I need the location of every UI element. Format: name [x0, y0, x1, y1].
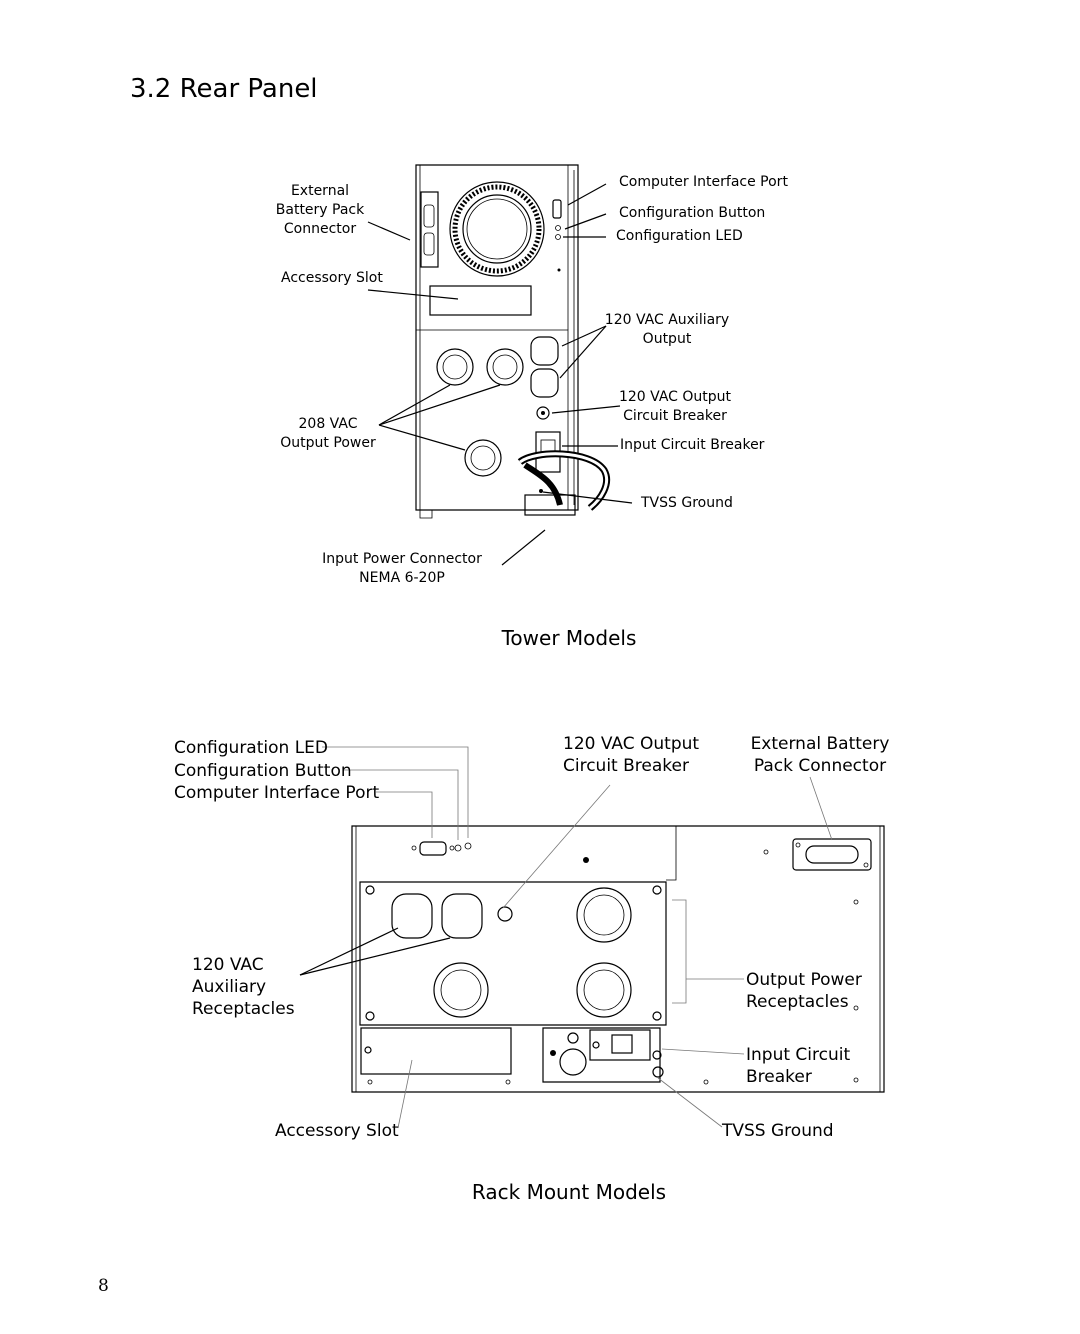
tower-label-tvss: TVSS Ground [641, 495, 733, 511]
tower-label-config-led: Configuration LED [616, 228, 743, 244]
rack-label-config-led: Configuration LED [174, 738, 328, 758]
tower-label-config-button: Configuration Button [619, 205, 766, 221]
rack-label-tvss: TVSS Ground [722, 1121, 834, 1141]
tower-caption: Tower Models [501, 626, 637, 650]
tower-label-accessory-slot: Accessory Slot [281, 270, 383, 286]
tower-label-input-breaker: Input Circuit Breaker [620, 437, 765, 453]
page-number: 8 [98, 1276, 109, 1296]
rack-label-computer-port: Computer Interface Port [174, 783, 380, 803]
rack-unit-drawing [351, 825, 885, 1093]
tower-label-computer-port: Computer Interface Port [619, 174, 788, 190]
rack-caption: Rack Mount Models [471, 1180, 667, 1204]
tower-leader-lines [367, 183, 633, 566]
section-title: 3.2 Rear Panel [130, 74, 318, 104]
rack-label-config-button: Configuration Button [174, 761, 352, 781]
tower-unit-drawing [415, 164, 611, 519]
rack-label-accessory-slot: Accessory Slot [275, 1121, 399, 1141]
rack-leader-lines [299, 746, 833, 1129]
